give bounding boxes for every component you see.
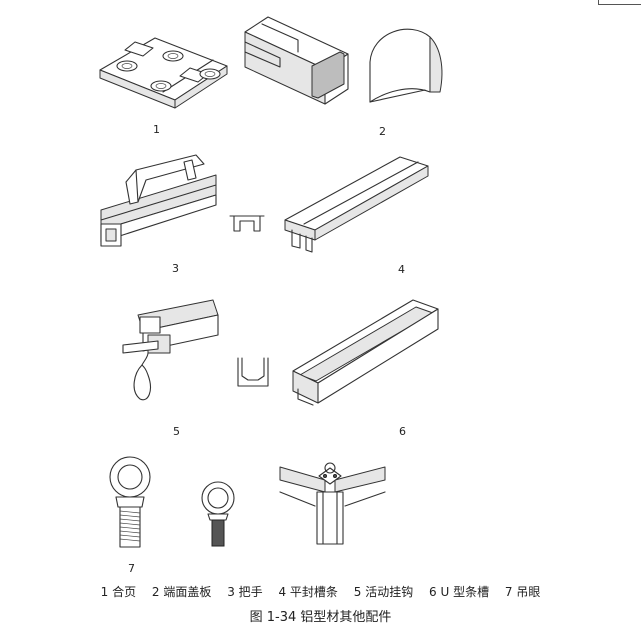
legend-hinge: 1 合页 — [100, 585, 137, 599]
eye-bolt-small-illustration — [194, 480, 244, 550]
figure-number-2: 2 — [379, 125, 386, 138]
hinge-illustration — [95, 28, 235, 113]
handle-illustration — [96, 150, 226, 255]
end-cap-illustration — [240, 12, 460, 117]
legend-eye-bolt: 7 吊眼 — [504, 585, 541, 599]
u-strip-illustration — [288, 295, 448, 410]
figure-number-4: 4 — [398, 263, 405, 276]
u-groove-section — [236, 356, 270, 390]
figure-number-7: 7 — [128, 562, 135, 575]
corner-border — [598, 0, 641, 5]
legend-handle: 3 把手 — [227, 585, 263, 599]
flat-strip-section — [228, 213, 268, 235]
legend-end-cap: 2 端面盖板 — [151, 585, 212, 599]
legend-u-strip: 6 U 型条槽 — [429, 585, 490, 599]
figure-number-6: 6 — [399, 425, 406, 438]
figure-number-1: 1 — [153, 123, 160, 136]
figure-caption: 图 1-34 铝型材其他配件 — [249, 610, 392, 625]
figure-number-3: 3 — [172, 262, 179, 275]
eye-bolt-large-illustration — [100, 455, 160, 555]
eye-bolt-corner-illustration — [275, 462, 390, 547]
flat-slot-strip-illustration — [280, 152, 435, 253]
figure-number-5: 5 — [173, 425, 180, 438]
legend-movable-hook: 5 活动挂钩 — [353, 585, 414, 599]
parts-legend: 1 合页 2 端面盖板 3 把手 4 平封槽条 5 活动挂钩 6 U 型条槽 7… — [0, 583, 641, 600]
movable-hook-illustration — [118, 295, 228, 410]
legend-flat-slot-strip: 4 平封槽条 — [278, 585, 338, 599]
